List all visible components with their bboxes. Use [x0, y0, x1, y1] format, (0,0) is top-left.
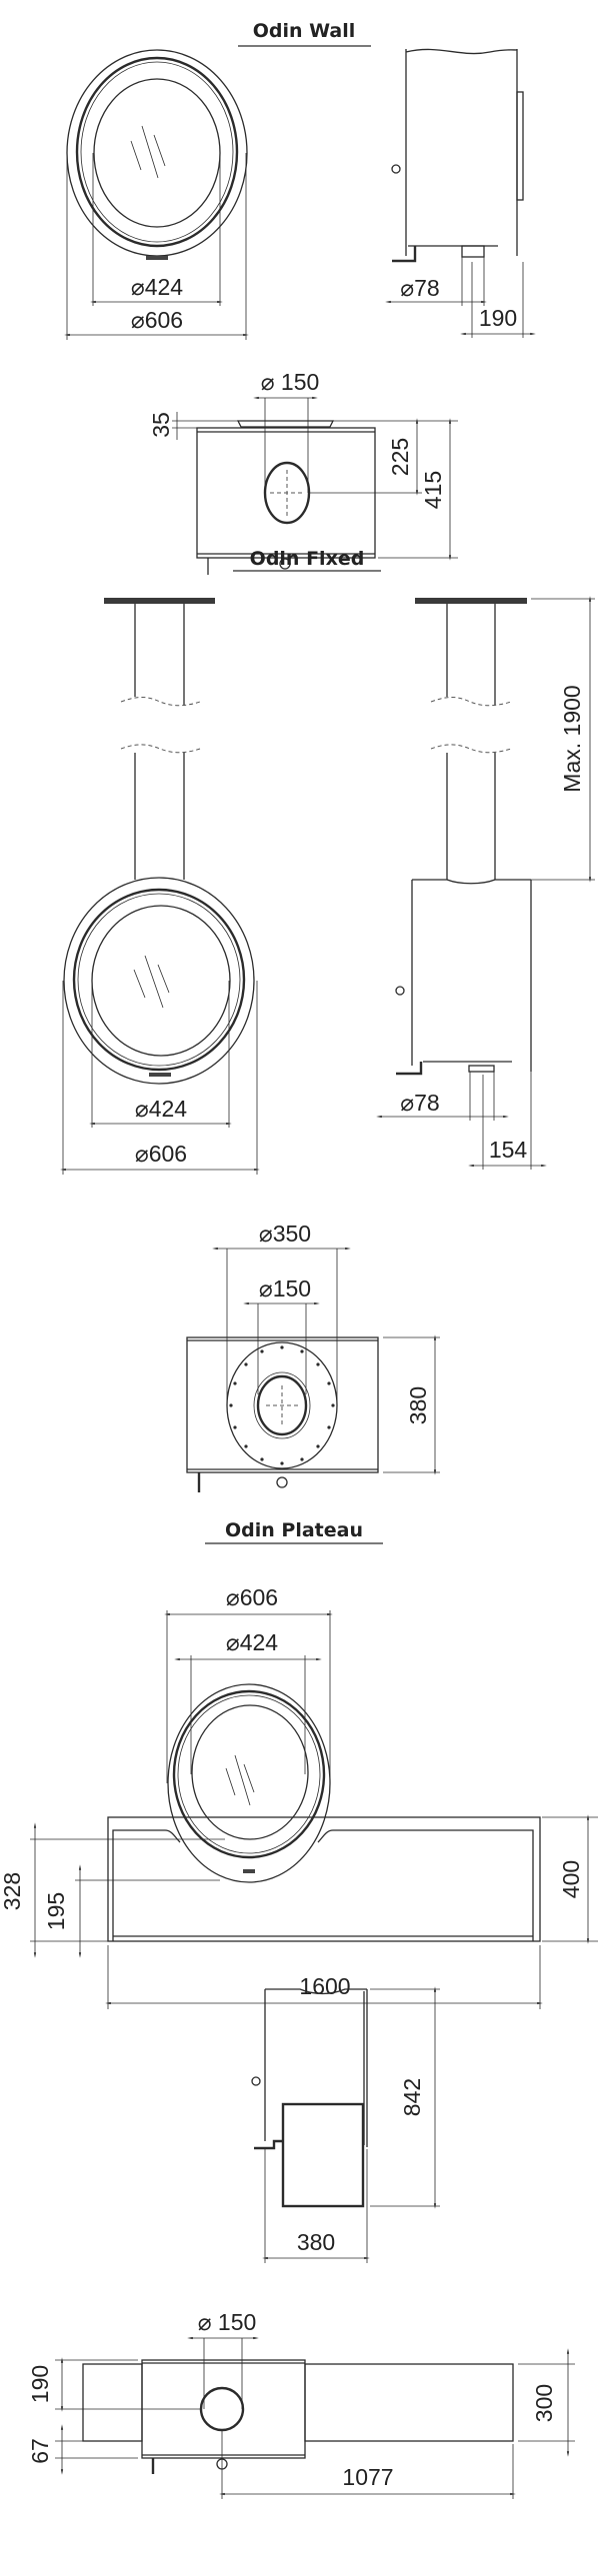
dim-base-depth: 300: [531, 2384, 557, 2422]
door-hook-icon: [279, 558, 291, 570]
dim-outer-diameter: ⌀606: [131, 307, 183, 333]
dim-height-total: 328: [0, 1872, 25, 1910]
door-hook-icon: [395, 986, 405, 996]
door-hook-icon: [251, 2076, 261, 2086]
glass-window: [191, 1704, 309, 1840]
section-odin-wall: Odin Wall ⌀424 ⌀606: [64, 20, 536, 575]
glass-reflection-icon: [225, 1754, 255, 1806]
section-title: Odin Plateau: [225, 1519, 363, 1541]
section-title: Odin Fixed: [250, 548, 365, 570]
dim-flue-y: 190: [27, 2365, 53, 2403]
dim-plate-diameter: ⌀350: [259, 1221, 311, 1247]
plateau-box: [281, 2102, 365, 2208]
latch: [149, 1073, 171, 1077]
top-view: ⌀ 150 35 225 415: [148, 369, 458, 575]
front-view: ⌀606 ⌀424 328 195 400: [0, 1584, 598, 2009]
front-view: ⌀424 ⌀606: [64, 49, 249, 340]
dim-max-height: Max. 1900: [559, 685, 585, 792]
dim-flue-top: ⌀ 150: [198, 2309, 257, 2335]
dim-base-width: 1600: [299, 1973, 350, 1999]
dim-flue-stub: ⌀78: [400, 275, 439, 301]
dim-collar: 35: [148, 412, 174, 438]
section-title: Odin Wall: [253, 20, 356, 42]
dim-flue-to-end: 1077: [342, 2464, 393, 2490]
door-hook-icon: [216, 2458, 228, 2470]
flue-stub: [461, 245, 485, 258]
plateau-base: [107, 1816, 541, 1942]
dim-height-glass: 195: [43, 1892, 69, 1930]
glass-window: [93, 78, 221, 228]
dim-base-height: 400: [558, 1860, 584, 1898]
section-odin-fixed: Odin Fixed ⌀424 ⌀606: [60, 548, 595, 1492]
side-view: Max. 1900 ⌀78 154: [376, 596, 595, 1170]
top-view: ⌀350 ⌀150 380: [186, 1221, 440, 1492]
dim-side-height: 842: [399, 2078, 425, 2116]
dim-flue-stub: ⌀78: [400, 1090, 439, 1116]
flue-outlet: [199, 2386, 245, 2432]
dim-offset: 154: [489, 1137, 528, 1163]
dim-flue-top: ⌀ 150: [261, 369, 320, 395]
dim-outer-diameter: ⌀606: [226, 1584, 278, 1610]
dim-glass-diameter: ⌀424: [135, 1096, 187, 1122]
ceiling-plate: [104, 598, 215, 604]
flue-stub: [468, 1065, 495, 1073]
dim-outer-diameter: ⌀606: [135, 1141, 187, 1167]
front-view: ⌀424 ⌀606: [60, 598, 260, 1175]
dim-flue-top: ⌀150: [259, 1276, 311, 1301]
dim-glass-diameter: ⌀424: [131, 274, 183, 300]
flue-outlet: [256, 1374, 308, 1436]
door-hook-icon: [276, 1476, 288, 1488]
dim-depth: 190: [479, 305, 517, 331]
dim-front-offset: 67: [27, 2438, 53, 2464]
dim-body-depth: 415: [420, 471, 446, 509]
dim-body-depth: 380: [405, 1386, 431, 1424]
side-view: ⌀78 190: [385, 48, 536, 338]
glass-reflection-icon: [133, 955, 170, 1009]
latch: [243, 1869, 255, 1873]
glass-window: [91, 905, 231, 1057]
glass-reflection-icon: [130, 125, 166, 179]
side-view: 842 380: [251, 1986, 440, 2263]
dim-glass-diameter: ⌀424: [226, 1629, 278, 1655]
flange-bolt-holes: [229, 1345, 335, 1465]
section-odin-plateau: Odin Plateau ⌀606 ⌀424 328 195: [0, 1519, 598, 2499]
dim-side-depth: 380: [297, 2229, 335, 2255]
top-view: ⌀ 150 190 67 300 1077: [27, 2309, 575, 2499]
dim-flue-offset: 225: [387, 438, 413, 476]
latch: [146, 256, 168, 260]
door-hook-icon: [391, 164, 401, 174]
ceiling-plate: [415, 598, 527, 604]
